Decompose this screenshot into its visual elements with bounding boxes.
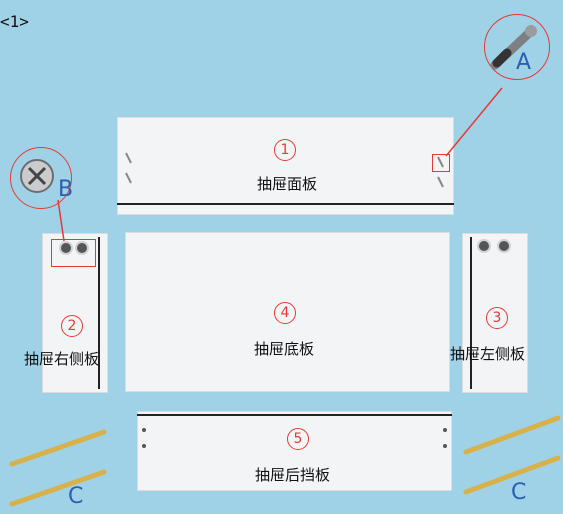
screw-icon (463, 415, 561, 495)
panel-edge-line (98, 237, 100, 389)
part-number-5: 5 (287, 428, 309, 450)
hardware-label-a: A (516, 50, 532, 75)
drawer-bottom-panel: 4 抽屉底板 (125, 232, 450, 392)
panel-edge-line (470, 237, 472, 389)
part-number-3: 3 (486, 307, 508, 329)
hardware-label-c-right: C (511, 480, 527, 505)
callout-box-a (432, 154, 450, 172)
pin-holes-left (125, 152, 132, 184)
pin-holes-right (437, 156, 444, 188)
part-name-left-side: 抽屉左侧板 (450, 345, 526, 363)
callout-circle-a (484, 14, 550, 80)
part-name-bottom: 抽屉底板 (254, 340, 315, 358)
callout-circle-b (10, 147, 72, 209)
hardware-label-b: B (58, 177, 74, 202)
part-number-4: 4 (274, 302, 296, 324)
part-name-right-side: 抽屉右侧板 (24, 350, 100, 368)
part-number-2: 2 (61, 315, 83, 337)
pin-hole (142, 428, 146, 432)
panel-edge-line (137, 414, 452, 416)
part-number-1: 1 (274, 139, 296, 161)
drawer-left-side-panel: 3 (462, 233, 528, 393)
step-label: <1> (0, 12, 29, 31)
callout-box-b (51, 239, 96, 267)
cam-bolt-icon (490, 25, 537, 70)
part-name-front: 抽屉面板 (257, 175, 318, 193)
drawer-right-side-panel: 2 (42, 233, 108, 393)
part-name-back: 抽屉后挡板 (255, 466, 331, 484)
screw-icon (9, 429, 107, 507)
cam-hole (61, 243, 71, 253)
cam-hole (479, 241, 489, 251)
pin-hole (443, 444, 447, 448)
cam-hole (499, 241, 509, 251)
drawer-back-panel: 5 抽屉后挡板 (137, 411, 452, 491)
cam-hole (77, 243, 87, 253)
panel-edge-line (117, 203, 454, 205)
drawer-front-panel: 1 抽屉面板 (117, 117, 454, 215)
pin-hole (443, 428, 447, 432)
hardware-label-c-left: C (68, 484, 84, 509)
cam-lock-icon (20, 159, 54, 193)
pin-hole (142, 444, 146, 448)
